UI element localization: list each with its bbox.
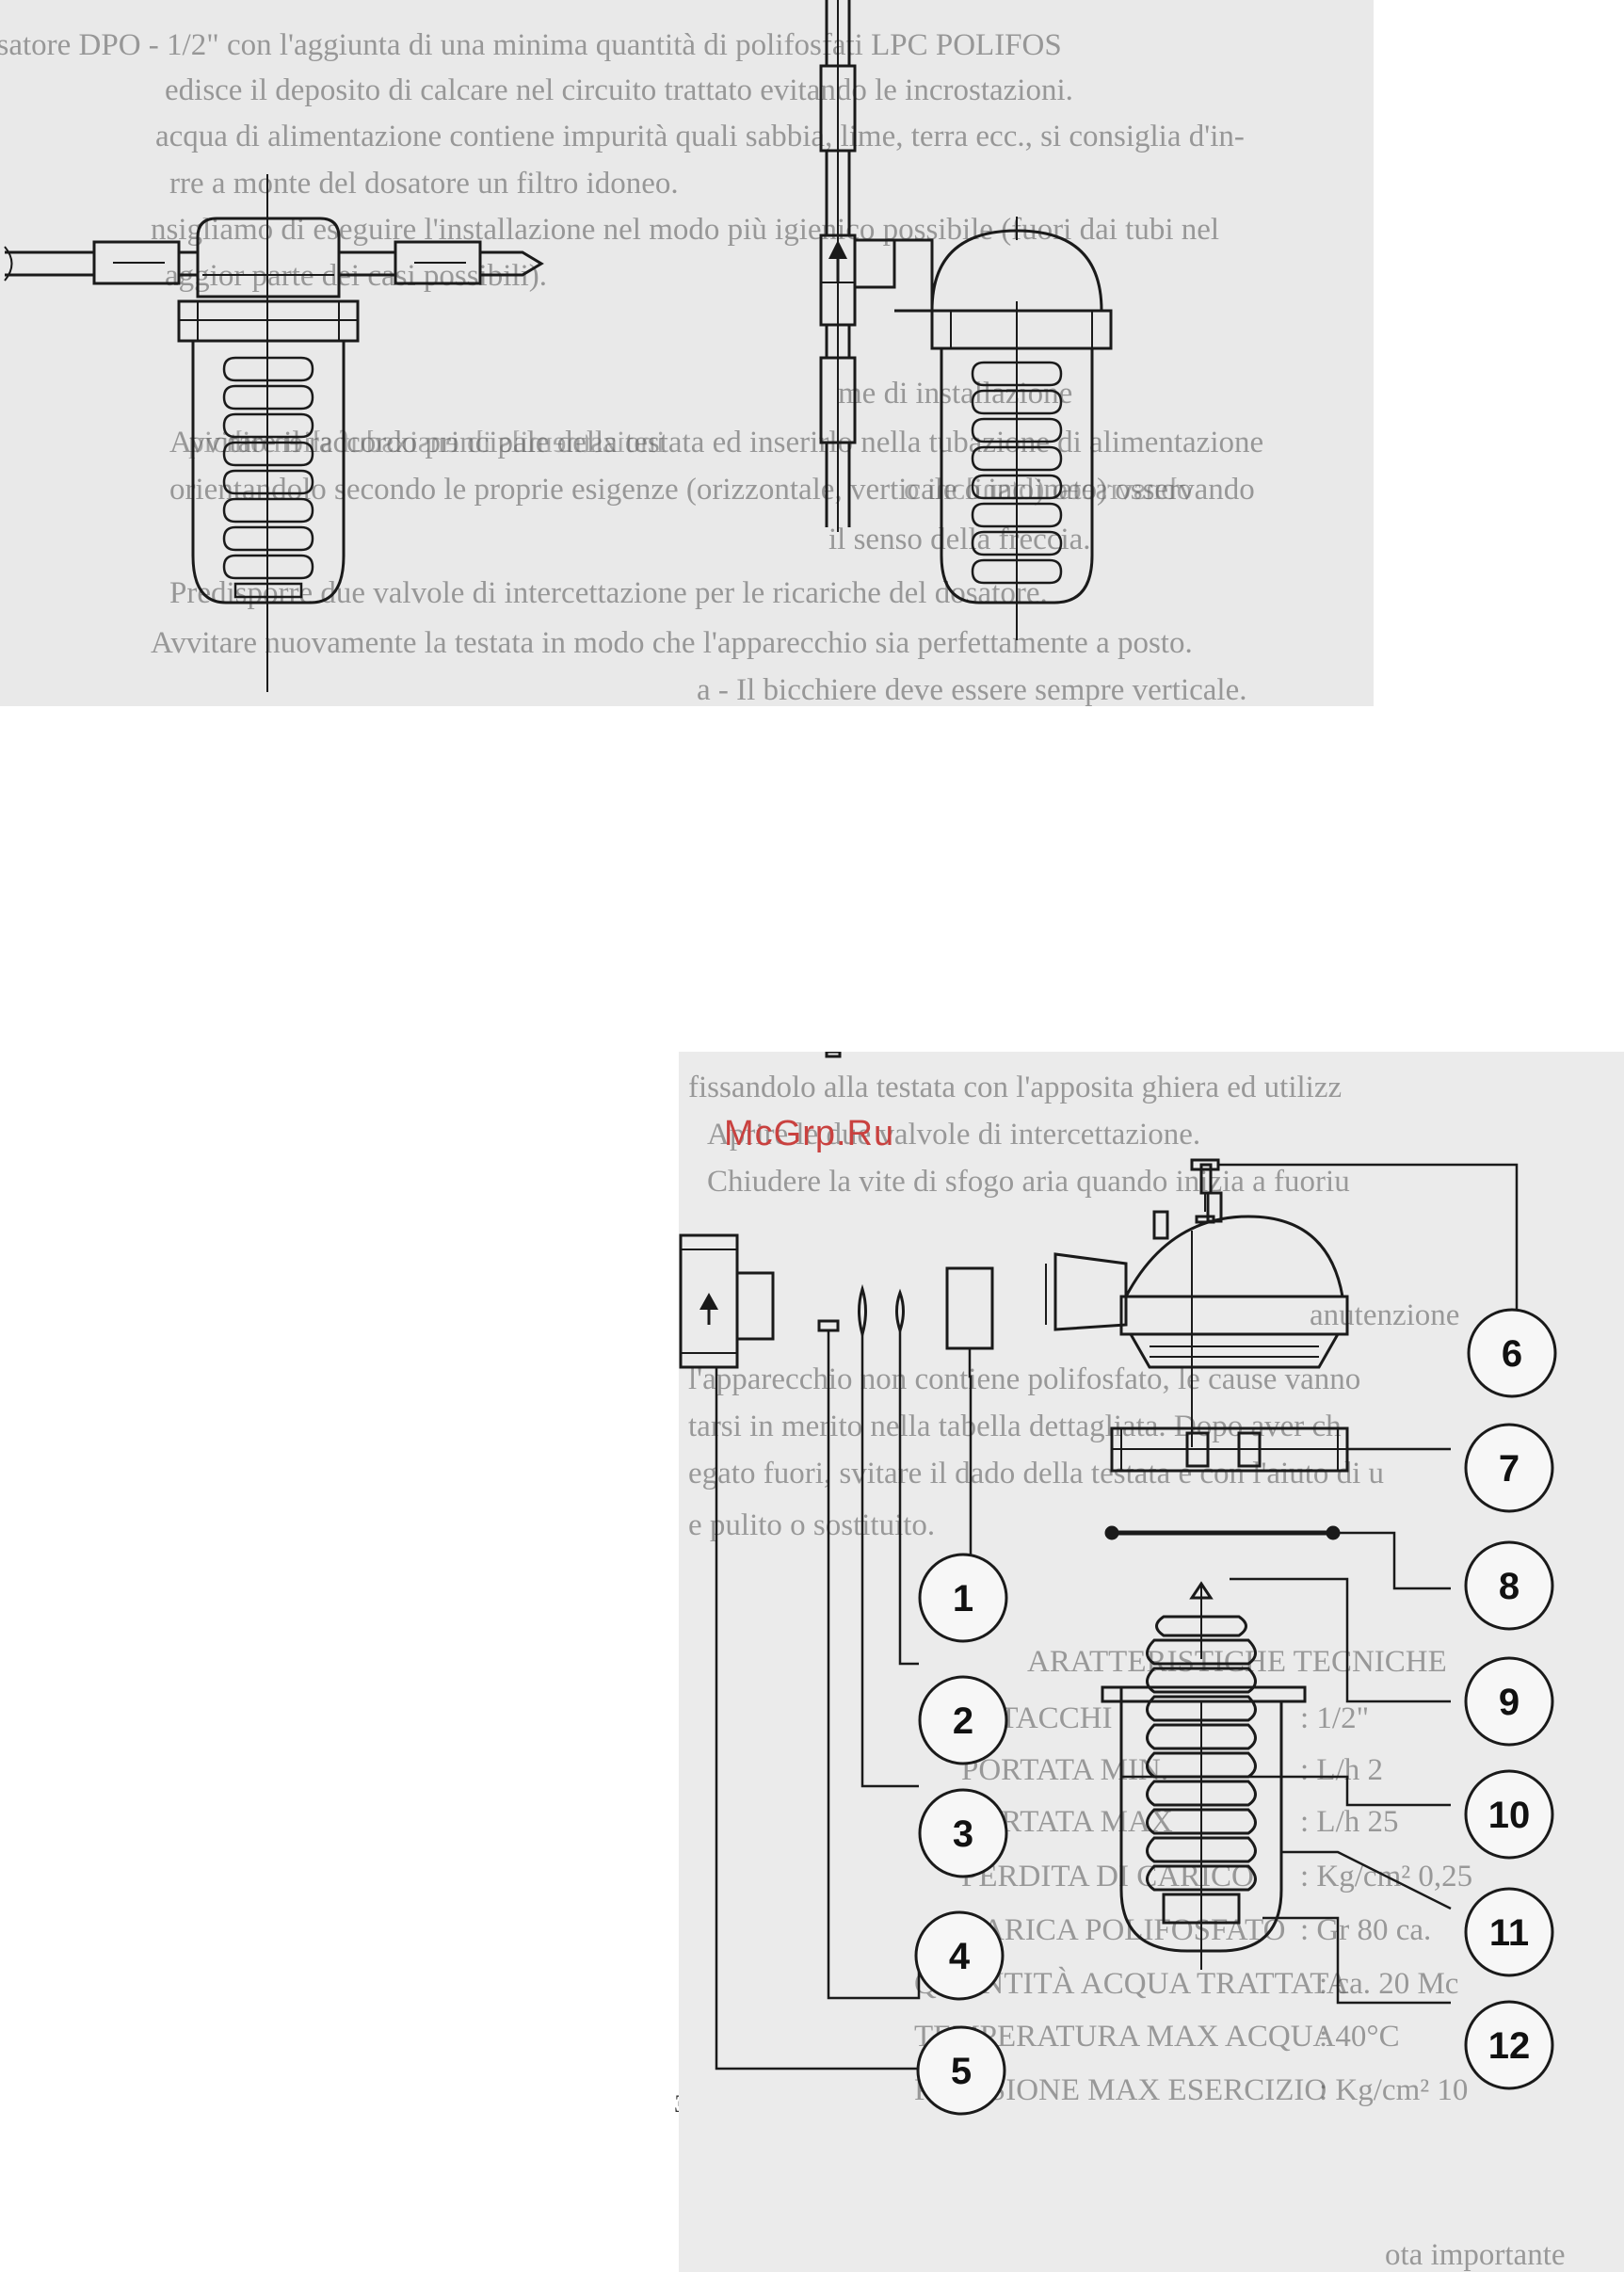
bowl-o-ring-part [1104, 1525, 1341, 1540]
installation-drawings [4, 0, 1113, 692]
ghost-line: Chiudere la vite di sfogo aria quando in… [707, 1165, 1350, 1199]
gasket-part [817, 1319, 840, 1332]
top-scan-fragment: osatore DPO - 1/2" con l'aggiunta di una… [0, 0, 1374, 706]
tee-fitting-part [679, 1233, 775, 1369]
ghost-line: e pulito o sostituito. [688, 1508, 936, 1542]
leader-lines [715, 1163, 1519, 2071]
ghost-line: orientandolo secondo le proprie esigenze… [169, 473, 1255, 507]
callout-number: 4 [949, 1936, 971, 1977]
spec-label: PORTATA MIN. [961, 1753, 1169, 1787]
sleeve-part [945, 1266, 994, 1350]
o-ring-part [895, 1288, 905, 1335]
spec-value: : Kg/cm² 10 [1319, 2073, 1469, 2107]
callout-12 [1464, 2000, 1554, 2090]
callout-number: 7 [1499, 1448, 1519, 1490]
exploded-parts-diagram: 1 2 3 4 5 6 7 8 9 10 11 12 [679, 1052, 1557, 2116]
horizontal-installation-drawing [4, 174, 544, 692]
callout-number: 5 [951, 2051, 972, 2092]
bottom-scan-fragment: fissandolo alla testata con l'apposita g… [679, 1052, 1624, 2272]
nut-part [1110, 1426, 1349, 1473]
spec-value: : ca. 20 Mc [1319, 1967, 1459, 2001]
watermark-text: McGrp.Ru [724, 1114, 895, 1153]
ghost-line: me di installazione [838, 377, 1073, 411]
callout-6 [1467, 1308, 1557, 1398]
head-part [1045, 1191, 1349, 1447]
spec-value: : 40°C [1319, 2020, 1400, 2054]
ghost-line: edisce il deposito di calcare nel circui… [165, 73, 1073, 107]
footer-note: ota importante [1385, 2238, 1566, 2272]
ghost-line: Predisporre due valvole di intercettazio… [169, 576, 1048, 610]
spec-value: : 1/2" [1300, 1701, 1370, 1735]
callout-11 [1464, 1887, 1554, 1977]
ghost-line: il senso della freccia. [828, 523, 1091, 556]
callout-5 [916, 2025, 1006, 2116]
spec-value: : L/h 25 [1300, 1805, 1399, 1839]
callout-number: 8 [1499, 1566, 1519, 1607]
callout-number: 1 [953, 1578, 973, 1619]
callout-circles [914, 1308, 1557, 2116]
ghost-line: tarsi in merito nella tabella dettagliat… [688, 1410, 1342, 1443]
callout-1 [918, 1553, 1008, 1643]
ghost-line: egato fuori, svitare il dado della testa… [688, 1457, 1385, 1490]
callout-number: 9 [1499, 1682, 1519, 1723]
spec-value: : L/h 2 [1300, 1753, 1383, 1787]
callout-number: 3 [953, 1813, 973, 1855]
o-ring-part [858, 1283, 867, 1340]
callout-number: 2 [953, 1700, 973, 1742]
ghost-line: anutenzione [1310, 1298, 1460, 1332]
ghost-line: osatore DPO - 1/2" con l'aggiunta di una… [0, 28, 1062, 62]
ghost-line: a - Il bicchiere deve essere sempre vert… [697, 673, 1247, 706]
callout-8 [1464, 1540, 1554, 1631]
callout-numbers: 1 2 3 4 5 6 7 8 9 10 11 12 [949, 1333, 1530, 2092]
callout-number: 11 [1489, 1912, 1529, 1954]
ghost-line: rre a monte del dosatore un filtro idone… [169, 167, 679, 201]
callout-number: 10 [1488, 1795, 1531, 1836]
callout-7 [1464, 1423, 1554, 1513]
vertical-installation-drawing [819, 0, 1113, 640]
callout-9 [1464, 1656, 1554, 1747]
callout-number: 12 [1488, 2025, 1531, 2067]
callout-2 [918, 1675, 1008, 1765]
ghost-line: Avvitare il raccordo principale della te… [169, 426, 1264, 459]
bowl-part [1101, 1685, 1307, 1970]
callout-number: 6 [1502, 1333, 1522, 1375]
ghost-line: fissandolo alla testata con l'apposita g… [688, 1071, 1343, 1104]
ghost-line: acqua di alimentazione contiene impurità… [155, 120, 1245, 153]
callout-10 [1464, 1769, 1554, 1860]
ghost-line: Aprire le due valvole di intercettazione… [707, 1118, 1201, 1152]
spec-heading: ARATTERISTICHE TECNICHE [1027, 1645, 1447, 1679]
callout-4 [914, 1910, 1005, 2001]
callout-3 [918, 1788, 1008, 1878]
spec-label: CARICA POLIFOSFATO [961, 1913, 1286, 1947]
ghost-line: Avvitare nuovamente la testata in modo c… [151, 626, 1193, 660]
